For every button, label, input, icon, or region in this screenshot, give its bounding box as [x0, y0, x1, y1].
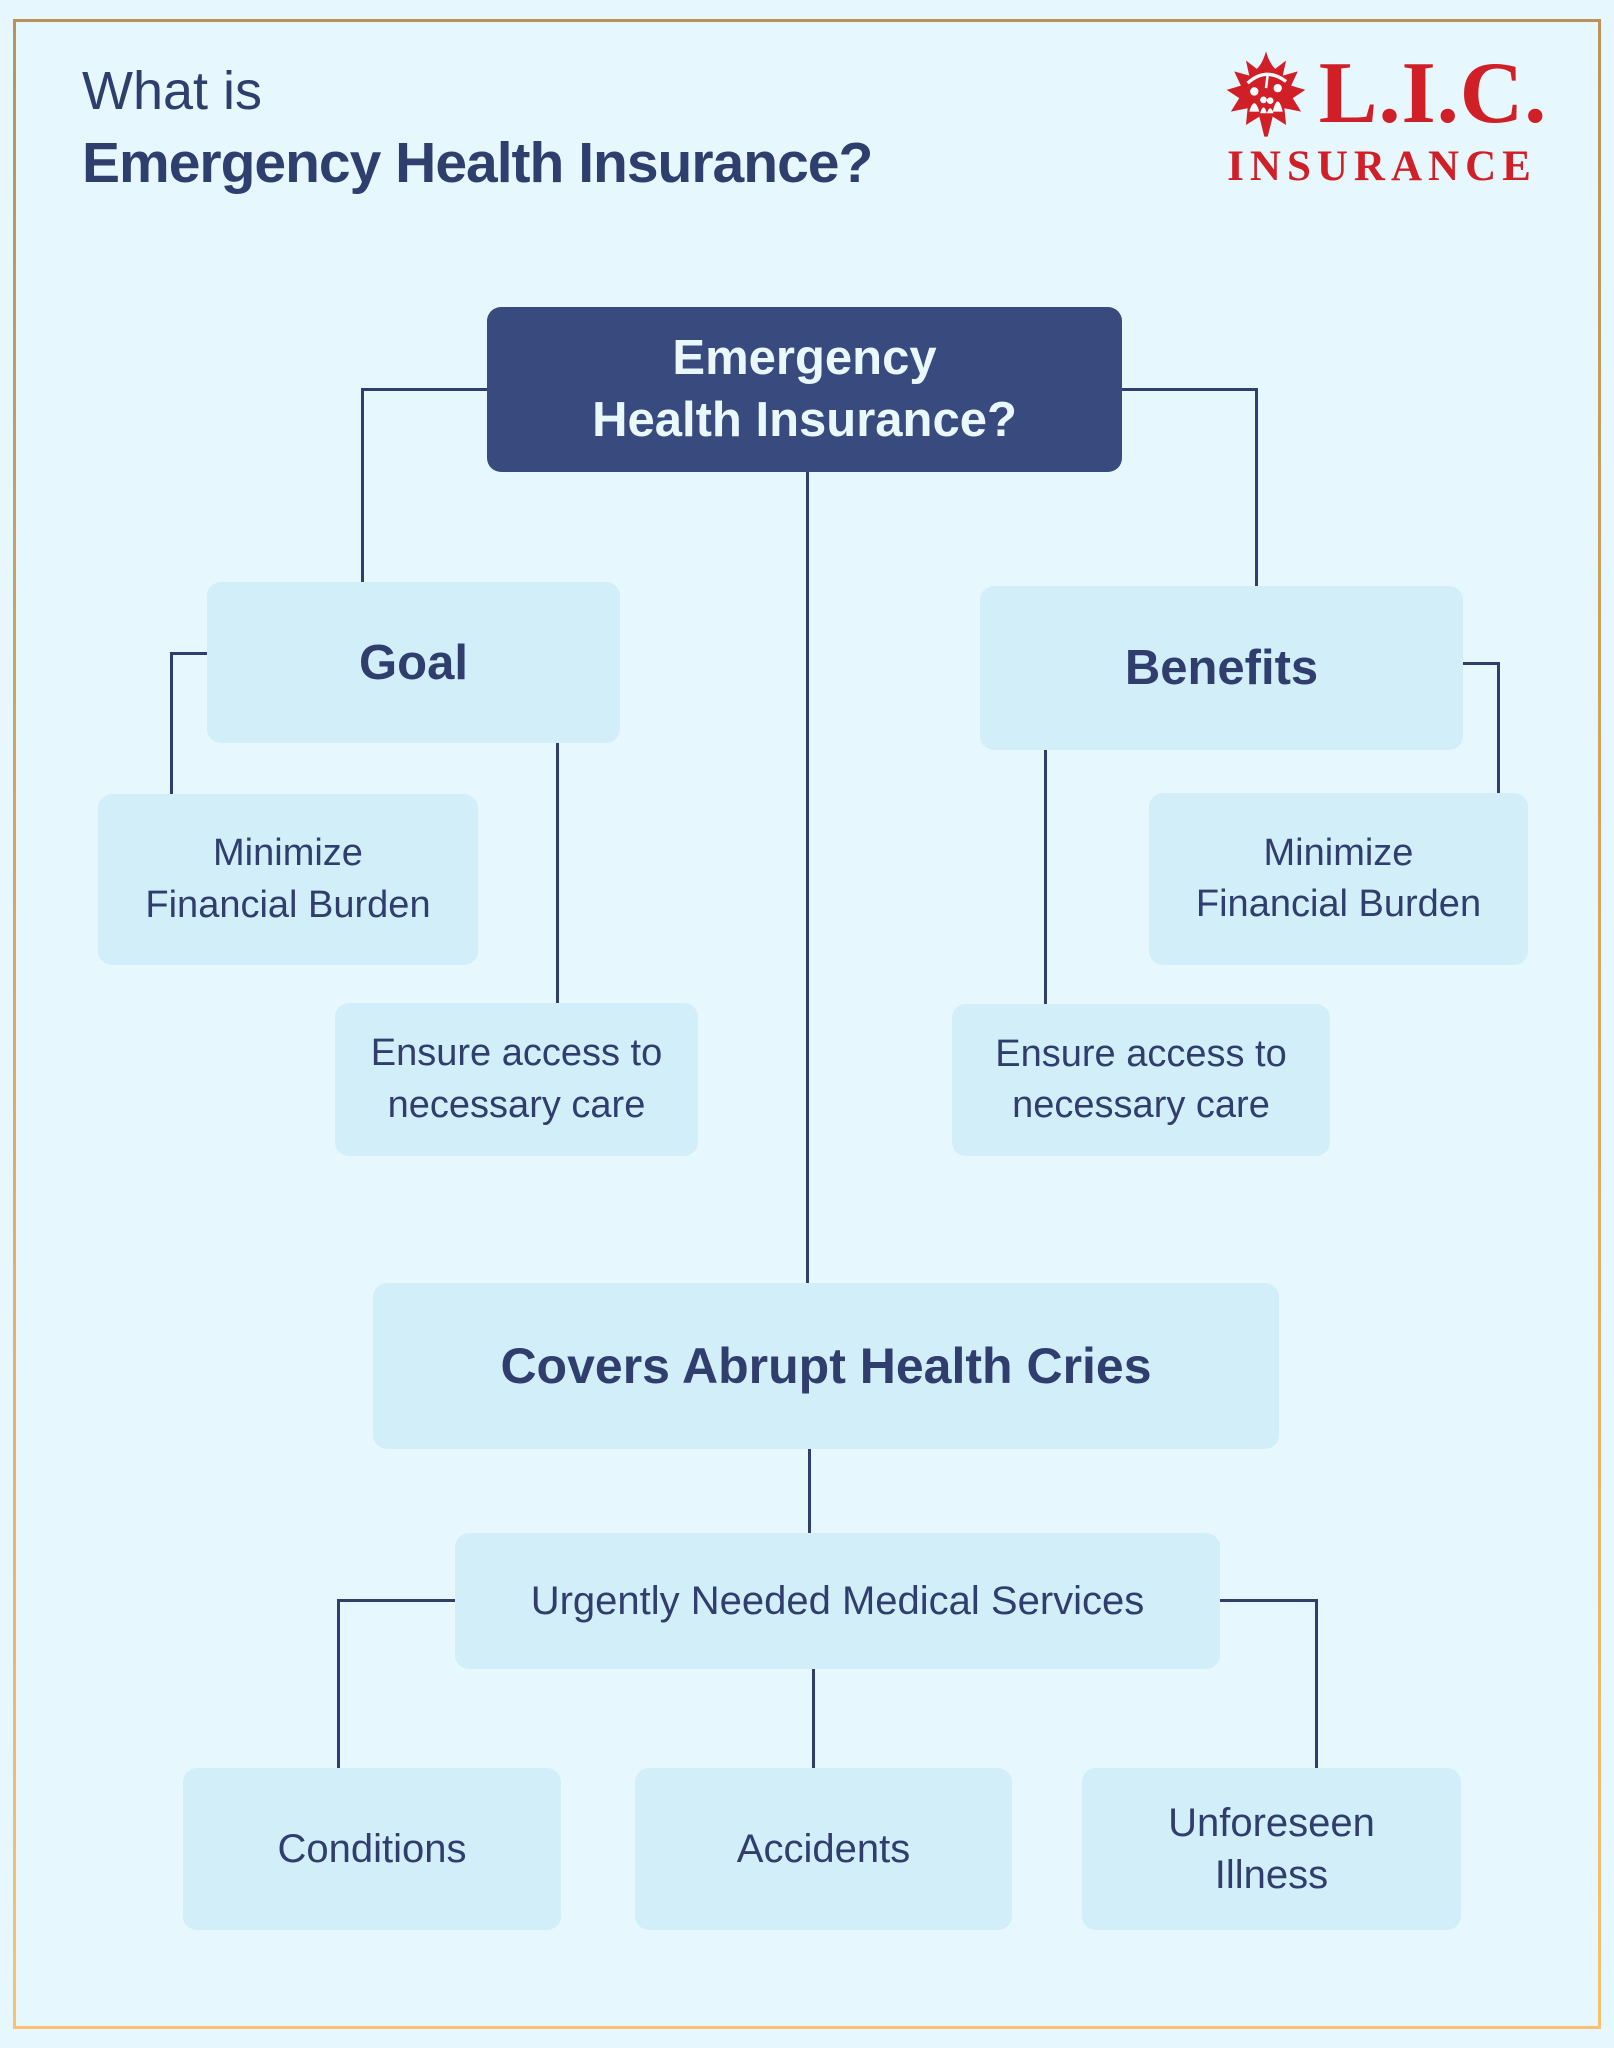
connector-root-to-benefits-v — [1255, 388, 1258, 586]
maple-leaf-family-icon — [1226, 51, 1306, 137]
connector-goal-to-ensure-v — [556, 743, 559, 1003]
node-label: Minimize Financial Burden — [145, 832, 431, 926]
node-accidents: Accidents — [635, 1768, 1012, 1930]
node-label: Covers Abrupt Health Cries — [500, 1338, 1152, 1394]
node-label: Ensure access to necessary care — [370, 1032, 663, 1126]
connector-urgent-to-conditions-v — [337, 1599, 340, 1768]
logo-acronym: L.I.C. — [1318, 45, 1548, 143]
node-label: Accidents — [736, 1826, 911, 1871]
connector-urgent-to-unforeseen-h — [1220, 1599, 1317, 1602]
connector-root-to-goal-v — [361, 388, 364, 582]
node-label: Emergency Health Insurance? — [592, 331, 1017, 447]
connector-root-to-goal-h — [361, 388, 487, 391]
connector-benefits-to-minimize-h — [1463, 662, 1500, 665]
lic-insurance-logo: L.I.C. INSURANCE — [1202, 48, 1562, 191]
connector-urgent-to-unforeseen-v — [1315, 1599, 1318, 1768]
node-benefits-ensure-access: Ensure access to necessary care — [952, 1004, 1330, 1156]
page-title-main: Emergency Health Insurance? — [82, 130, 873, 195]
node-label: Urgently Needed Medical Services — [530, 1578, 1145, 1623]
node-goal: Goal — [207, 582, 620, 743]
node-label: Benefits — [1124, 641, 1319, 695]
node-emergency-health-insurance: Emergency Health Insurance? — [487, 307, 1122, 472]
node-label: Unforeseen Illness — [1168, 1801, 1375, 1897]
connector-urgent-to-conditions-h — [337, 1599, 455, 1602]
connector-urgent-to-accidents-v — [812, 1669, 815, 1768]
connector-benefits-to-ensure-v — [1044, 750, 1047, 1004]
node-benefits-minimize-financial-burden: Minimize Financial Burden — [1149, 793, 1528, 965]
connector-goal-to-minimize-v — [170, 652, 173, 794]
node-label: Minimize Financial Burden — [1195, 831, 1482, 925]
node-conditions: Conditions — [183, 1768, 561, 1930]
node-label: Conditions — [277, 1826, 467, 1871]
node-label: Ensure access to necessary care — [995, 1032, 1287, 1126]
connector-root-to-benefits-h — [1122, 388, 1258, 391]
page-title-intro: What is — [82, 61, 263, 121]
node-benefits: Benefits — [980, 586, 1463, 750]
logo-word: INSURANCE — [1227, 143, 1537, 190]
logo-row: L.I.C. — [1217, 48, 1548, 140]
page-title: What is Emergency Health Insurance? — [82, 58, 873, 200]
node-urgently-needed-medical-services: Urgently Needed Medical Services — [455, 1533, 1220, 1669]
node-unforeseen-illness: Unforeseen Illness — [1082, 1768, 1461, 1930]
node-covers-abrupt-health-cries: Covers Abrupt Health Cries — [373, 1283, 1279, 1449]
node-goal-minimize-financial-burden: Minimize Financial Burden — [98, 794, 478, 965]
connector-goal-to-minimize-h — [170, 652, 207, 655]
connector-covers-to-urgent-v — [808, 1449, 811, 1533]
node-label: Goal — [359, 635, 468, 690]
connector-benefits-to-minimize-v — [1497, 662, 1500, 793]
connector-root-to-covers-v — [806, 472, 809, 1283]
node-goal-ensure-access: Ensure access to necessary care — [335, 1003, 698, 1156]
